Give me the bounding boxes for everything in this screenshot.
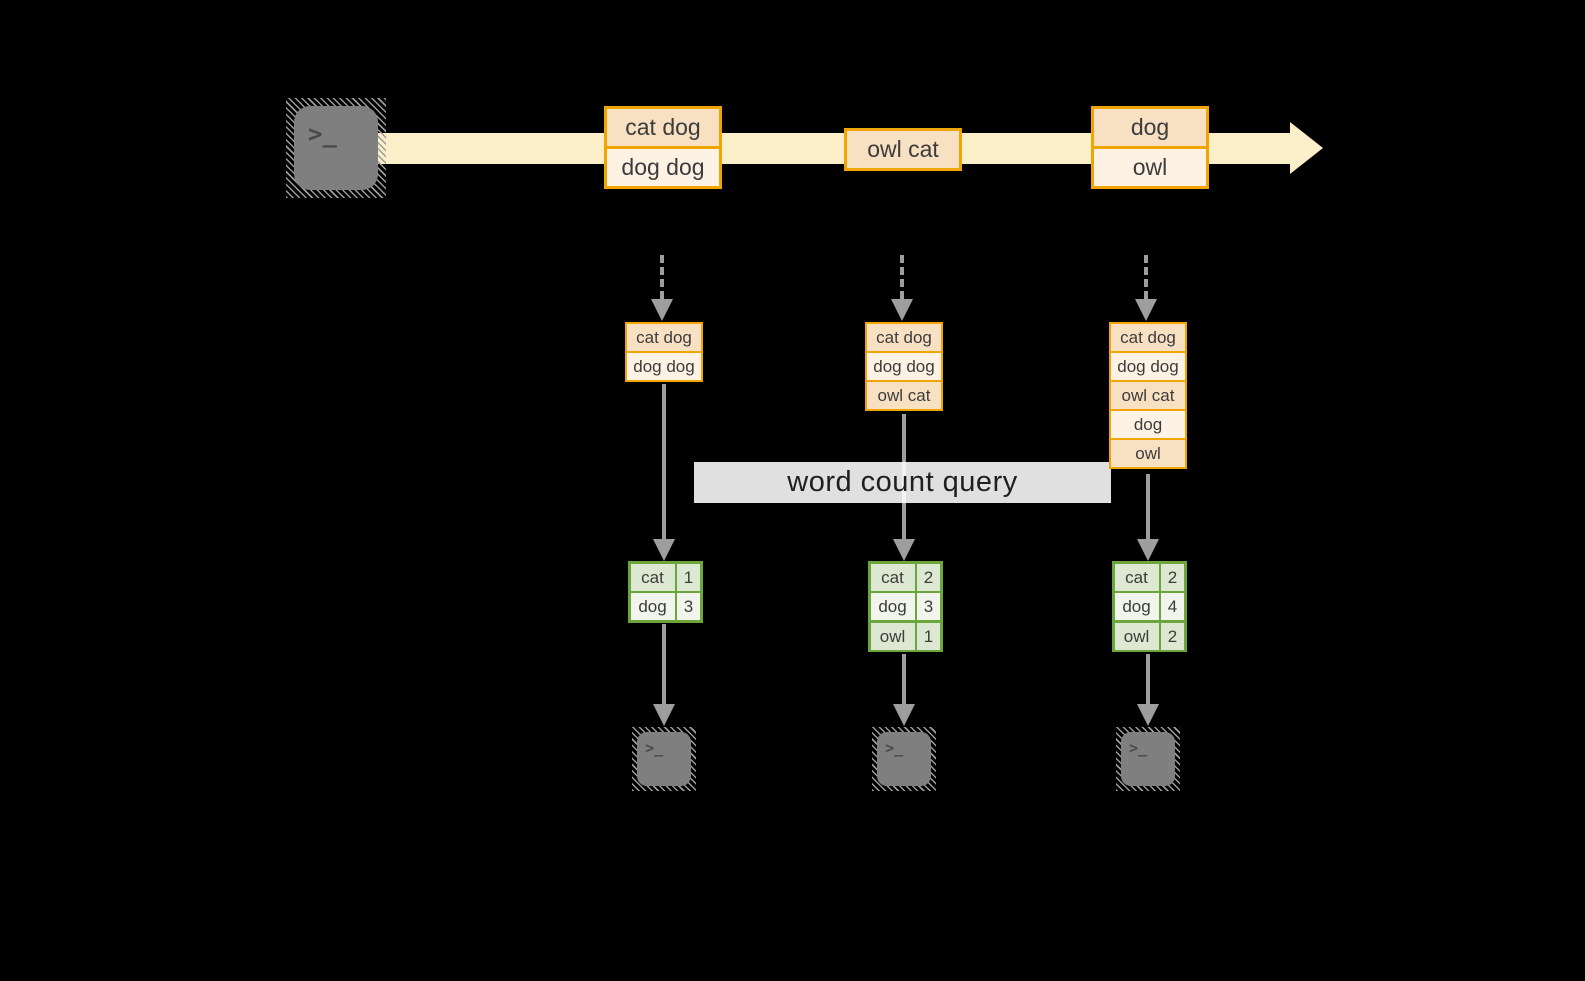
down-arrow-result-to-sink-1 bbox=[653, 624, 675, 726]
arrow-shaft bbox=[662, 624, 666, 704]
down-arrow-buffer-to-result-3 bbox=[1137, 474, 1159, 561]
dashed-down-arrow-3 bbox=[1135, 255, 1157, 321]
arrow-shaft bbox=[902, 654, 906, 704]
down-arrow-buffer-to-result-1 bbox=[653, 384, 675, 561]
result-word-cell: dog bbox=[1114, 593, 1159, 620]
result-word-cell: cat bbox=[1114, 563, 1159, 591]
buffer-row: owl cat bbox=[867, 380, 941, 409]
result-word-cell: dog bbox=[630, 593, 675, 620]
terminal-sink-screen: >_ bbox=[637, 732, 691, 786]
buffer-row: cat dog bbox=[867, 324, 941, 351]
terminal-source-screen: >_ bbox=[294, 106, 378, 190]
result-table-2: cat 2 dog 3 owl 1 bbox=[868, 561, 943, 652]
dashed-down-arrow-1 bbox=[651, 255, 673, 321]
stream-arrow-head-icon bbox=[1290, 122, 1323, 174]
arrow-head-icon bbox=[891, 299, 913, 321]
buffer-row: dog dog bbox=[1111, 351, 1185, 380]
buffer-row: cat dog bbox=[627, 324, 701, 351]
arrow-head-icon bbox=[653, 704, 675, 726]
stream-record: owl cat bbox=[847, 131, 959, 168]
result-count-cell: 2 bbox=[1161, 563, 1184, 591]
result-word-cell: owl bbox=[1114, 622, 1159, 650]
arrow-head-icon bbox=[651, 299, 673, 321]
result-word-cell: cat bbox=[870, 563, 915, 591]
stream-event-box-1: cat dog dog dog bbox=[604, 106, 722, 189]
result-word-cell: owl bbox=[870, 622, 915, 650]
result-count-cell: 3 bbox=[677, 593, 700, 620]
result-count-cell: 1 bbox=[917, 622, 940, 650]
buffer-row: dog dog bbox=[867, 351, 941, 380]
terminal-source-icon: >_ bbox=[286, 98, 386, 198]
terminal-prompt-glyph: >_ bbox=[308, 120, 337, 148]
buffer-row: cat dog bbox=[1111, 324, 1185, 351]
buffer-row: dog bbox=[1111, 409, 1185, 438]
buffer-stack-3: cat dog dog dog owl cat dog owl bbox=[1109, 322, 1187, 469]
result-count-cell: 3 bbox=[917, 593, 940, 620]
arrow-head-icon bbox=[1137, 704, 1159, 726]
terminal-prompt-glyph: >_ bbox=[885, 739, 904, 758]
down-arrow-result-to-sink-2 bbox=[893, 654, 915, 726]
arrow-shaft bbox=[1144, 255, 1148, 299]
arrow-head-icon bbox=[1135, 299, 1157, 321]
result-count-cell: 2 bbox=[917, 563, 940, 591]
buffer-row: owl cat bbox=[1111, 380, 1185, 409]
terminal-sink-screen: >_ bbox=[1121, 732, 1175, 786]
buffer-row: owl bbox=[1111, 438, 1185, 467]
terminal-prompt-glyph: >_ bbox=[1129, 739, 1148, 758]
arrow-head-icon bbox=[893, 704, 915, 726]
result-count-cell: 2 bbox=[1161, 622, 1184, 650]
result-count-cell: 1 bbox=[677, 563, 700, 591]
dashed-down-arrow-2 bbox=[891, 255, 913, 321]
stream-event-box-3: dog owl bbox=[1091, 106, 1209, 189]
arrow-shaft bbox=[1146, 474, 1150, 539]
result-table-3: cat 2 dog 4 owl 2 bbox=[1112, 561, 1187, 652]
stream-record: dog dog bbox=[607, 146, 719, 186]
stream-record: dog bbox=[1094, 109, 1206, 146]
result-word-cell: cat bbox=[630, 563, 675, 591]
terminal-sink-icon-2: >_ bbox=[872, 727, 936, 791]
result-table-1: cat 1 dog 3 bbox=[628, 561, 703, 623]
result-word-cell: dog bbox=[870, 593, 915, 620]
arrow-shaft bbox=[900, 255, 904, 299]
terminal-sink-screen: >_ bbox=[877, 732, 931, 786]
terminal-sink-icon-1: >_ bbox=[632, 727, 696, 791]
stream-record: cat dog bbox=[607, 109, 719, 146]
arrow-shaft bbox=[660, 255, 664, 299]
terminal-sink-icon-3: >_ bbox=[1116, 727, 1180, 791]
terminal-prompt-glyph: >_ bbox=[645, 739, 664, 758]
stream-record: owl bbox=[1094, 146, 1206, 186]
down-arrow-result-to-sink-3 bbox=[1137, 654, 1159, 726]
arrow-head-icon bbox=[893, 539, 915, 561]
stream-event-box-2: owl cat bbox=[844, 128, 962, 171]
arrow-shaft bbox=[662, 384, 666, 539]
buffer-row: dog dog bbox=[627, 351, 701, 380]
arrow-head-icon bbox=[653, 539, 675, 561]
result-count-cell: 4 bbox=[1161, 593, 1184, 620]
buffer-stack-1: cat dog dog dog bbox=[625, 322, 703, 382]
word-count-query-label: word count query bbox=[694, 462, 1111, 503]
arrow-head-icon bbox=[1137, 539, 1159, 561]
buffer-stack-2: cat dog dog dog owl cat bbox=[865, 322, 943, 411]
arrow-shaft bbox=[1146, 654, 1150, 704]
